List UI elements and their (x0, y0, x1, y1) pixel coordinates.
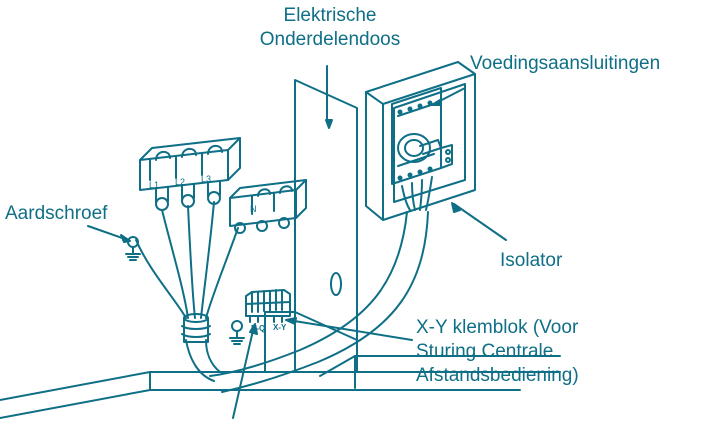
n-terminal-block (229, 179, 307, 234)
leader-lines (87, 65, 507, 419)
earth-screw-right (229, 320, 245, 345)
terminal-l1-label: L1 (149, 180, 159, 190)
isolator-switch-knob (397, 133, 442, 163)
terminal-xy-label: X-Y (273, 323, 287, 332)
power-cable (185, 211, 429, 393)
xy-terminal-block (245, 289, 291, 323)
terminal-l2-label: L2 (175, 177, 185, 187)
cable-sleeve (181, 313, 211, 343)
terminal-n-label: N (250, 204, 257, 214)
isolator-label: Isolator (500, 250, 563, 271)
xy-block-label-line3: Afstandsbediening) (416, 365, 579, 386)
component-box-label-line1: Elektrische (283, 5, 377, 26)
xy-block-label-line1: X-Y klemblok (Voor (416, 317, 579, 338)
component-box-label-line2: Onderdelendoos (259, 29, 401, 50)
power-connections-label: Voedingsaansluitingen (470, 53, 661, 74)
l-terminal-block (139, 137, 241, 211)
unit-base (0, 355, 561, 419)
terminal-l3-label: L3 (201, 174, 211, 184)
xy-block-label-line2: Sturing Centrale (416, 341, 554, 362)
earth-screw-label: Aardschroef (5, 203, 108, 224)
terminal-pq-label: P-Q (251, 324, 265, 333)
isolator-wires (401, 176, 433, 211)
terminal-wires (135, 201, 239, 319)
isolator-box (365, 61, 476, 221)
